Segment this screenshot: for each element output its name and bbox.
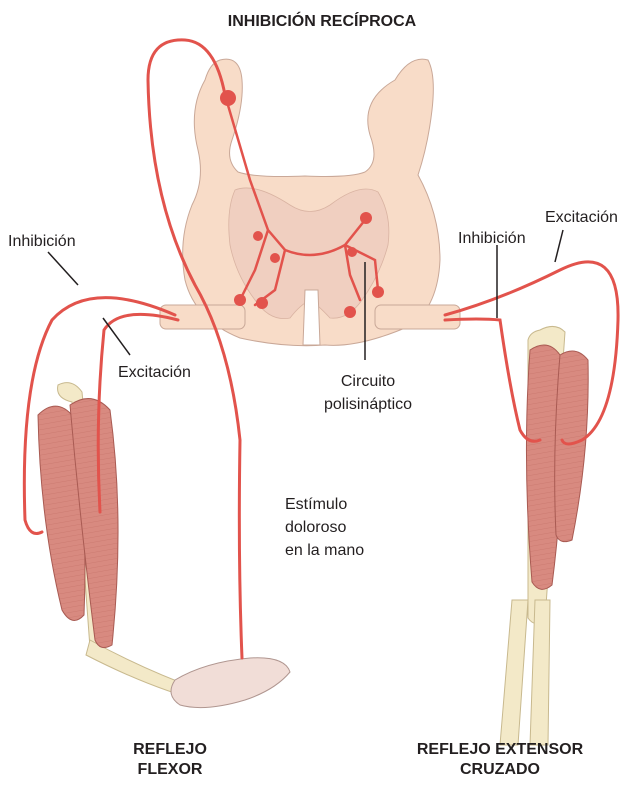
leader-left-inhibition [48, 252, 78, 285]
right-inhibition-label: Inhibición [458, 229, 526, 249]
leader-right-excitation [555, 230, 563, 262]
interneuron-right-2 [347, 247, 357, 257]
left-ventral-root [160, 305, 245, 329]
central-canal [303, 290, 320, 345]
diagram-title: INHIBICIÓN RECÍPROCA [172, 12, 472, 32]
right-excitation-label: Excitación [545, 208, 618, 228]
interneuron-right-1 [360, 212, 372, 224]
leader-left-excitation [103, 318, 130, 355]
right-inhibition-nerve [445, 319, 540, 441]
left-excitation-label: Excitación [118, 363, 191, 383]
left-reflex-label-line2: FLEXOR [95, 760, 245, 780]
left-hand [171, 658, 290, 708]
motor-neuron-left-1 [234, 294, 246, 306]
motor-neuron-right-2 [372, 286, 384, 298]
circuit-line2: polisináptico [308, 395, 428, 415]
sensory-neuron-body [220, 90, 236, 106]
interneuron-left-1 [270, 253, 280, 263]
right-ventral-root [375, 305, 460, 329]
motor-neuron-right-1 [344, 306, 356, 318]
left-arm [38, 383, 290, 708]
circuit-line1: Circuito [318, 372, 418, 392]
interneuron-left-2 [253, 231, 263, 241]
stimulus-line3: en la mano [285, 541, 364, 561]
motor-neuron-left-2 [256, 297, 268, 309]
right-arm [500, 326, 588, 745]
stimulus-line2: doloroso [285, 518, 346, 538]
right-reflex-label-line2: CRUZADO [390, 760, 610, 780]
left-reflex-label-line1: REFLEJO [95, 740, 245, 760]
right-forearm-bones [500, 600, 550, 745]
stimulus-line1: Estímulo [285, 495, 347, 515]
right-reflex-label-line1: REFLEJO EXTENSOR [390, 740, 610, 760]
left-inhibition-label: Inhibición [8, 232, 76, 252]
